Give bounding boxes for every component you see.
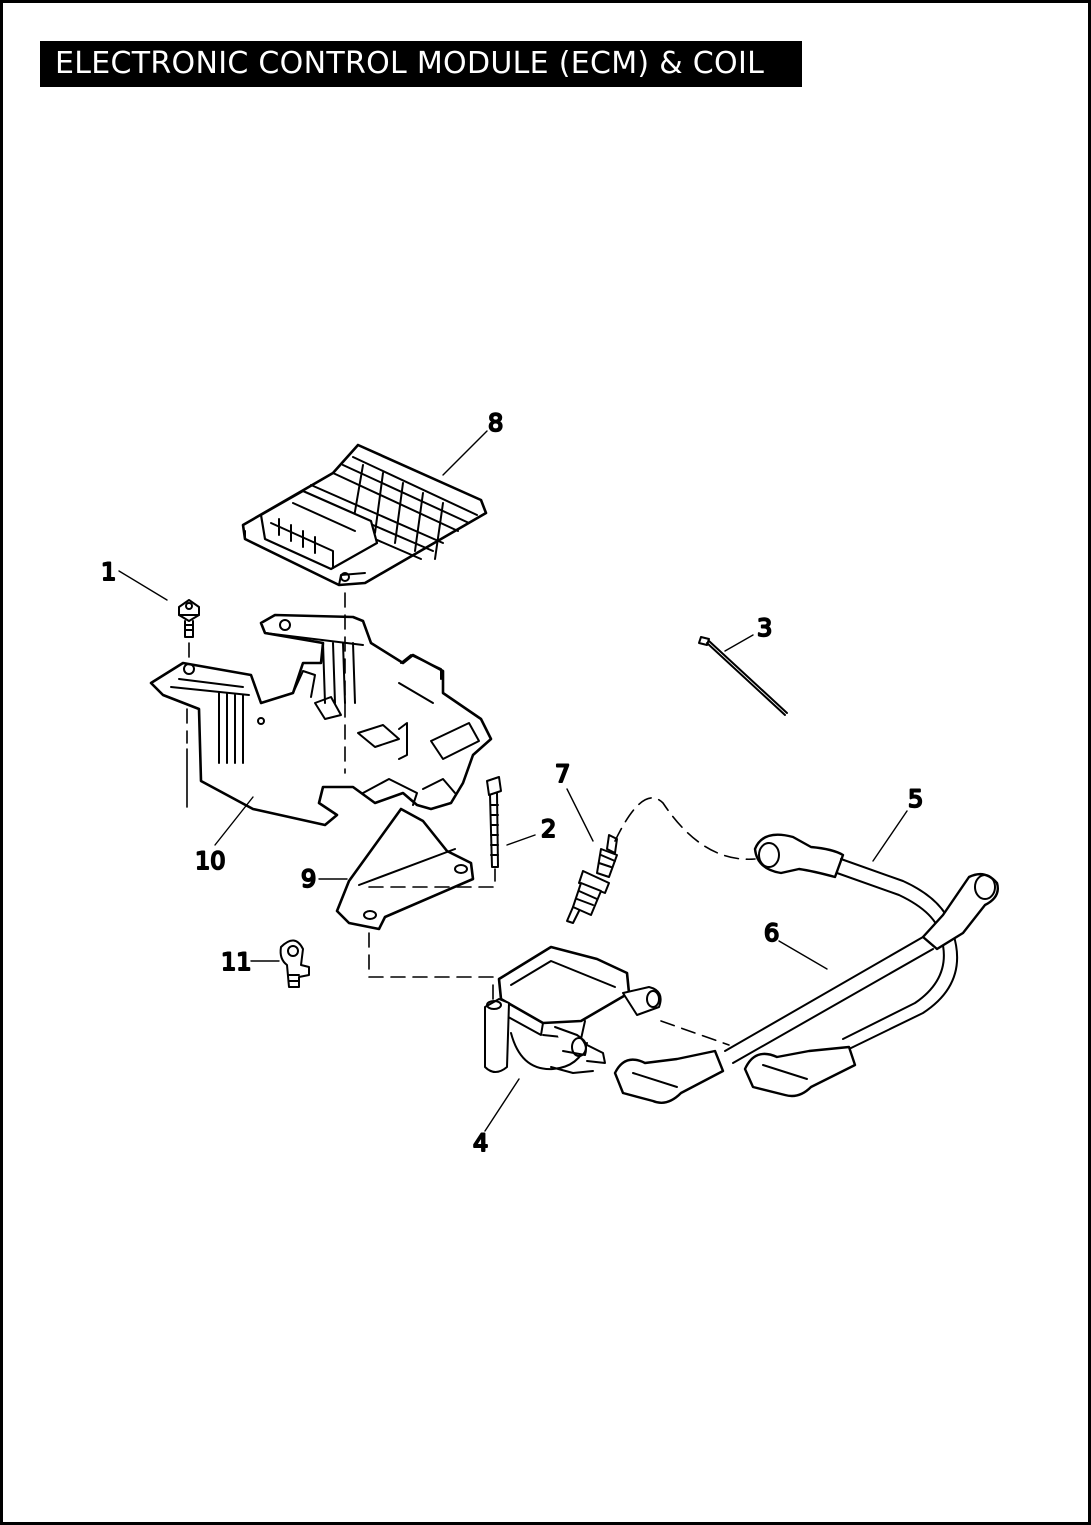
callout-labels: 1 2 3 4 5 6 7 8 9 10 11 bbox=[100, 408, 924, 1158]
spark-plug-icon bbox=[566, 834, 618, 924]
callout-1: 1 bbox=[101, 558, 116, 586]
callout-11: 11 bbox=[221, 948, 252, 976]
spark-plug-cable-icon bbox=[613, 872, 999, 1104]
callout-4: 4 bbox=[473, 1129, 488, 1157]
callout-3: 3 bbox=[757, 614, 772, 642]
callout-7: 7 bbox=[555, 760, 570, 788]
long-bolt-icon bbox=[486, 776, 502, 868]
alignment-lines bbox=[186, 592, 756, 1046]
ecm-module-icon bbox=[241, 443, 488, 587]
ignition-coil-icon bbox=[484, 945, 662, 1074]
ecm-tray-icon bbox=[149, 613, 493, 827]
callout-6: 6 bbox=[764, 919, 779, 947]
callout-10: 10 bbox=[195, 847, 226, 875]
coil-bracket-icon bbox=[335, 807, 475, 931]
cable-clip-icon bbox=[279, 939, 310, 988]
flange-bolt-icon bbox=[178, 599, 200, 638]
callout-2: 2 bbox=[541, 815, 556, 843]
callout-8: 8 bbox=[488, 409, 503, 437]
leader-lines bbox=[118, 430, 908, 1132]
page-title: ELECTRONIC CONTROL MODULE (ECM) & COIL bbox=[40, 41, 802, 87]
callout-9: 9 bbox=[301, 865, 316, 893]
callout-5: 5 bbox=[908, 785, 923, 813]
spark-plug-cable-icon bbox=[743, 833, 959, 1098]
exploded-view-diagram: 1 2 3 4 5 6 7 8 9 10 11 bbox=[100, 408, 999, 1158]
cable-strap-icon bbox=[698, 636, 788, 716]
